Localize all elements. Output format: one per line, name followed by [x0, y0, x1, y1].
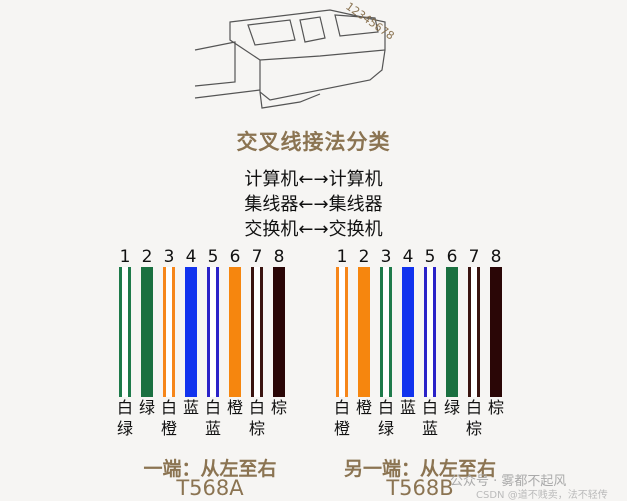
pin-number: 4 — [402, 247, 414, 267]
pin-number: 1 — [119, 247, 131, 267]
wire-color-label: 绿 — [138, 398, 155, 417]
wire-green — [446, 267, 458, 397]
pin-number: 7 — [468, 247, 480, 267]
wire-color-label: 白 — [465, 398, 482, 417]
wire-green — [141, 267, 153, 397]
pin-number: 1 — [336, 247, 348, 267]
wire-color-label: 橙 — [226, 398, 243, 417]
pin-number: 3 — [380, 247, 392, 267]
watermark-csdn: CSDN @道不贱卖，法不轻传 — [476, 490, 608, 501]
t568a-caption: 一端：从左至右 — [143, 458, 277, 480]
wire-color-label: 橙 — [333, 419, 350, 438]
wire-color-label: 绿 — [116, 419, 133, 438]
connection-pair: 集线器←→集线器 — [244, 194, 383, 215]
wire-brown — [490, 267, 502, 397]
pin-number: 2 — [141, 247, 153, 267]
pin-number: 3 — [163, 247, 175, 267]
connection-pair: 计算机←→计算机 — [244, 169, 383, 190]
wire-color-label: 蓝 — [399, 398, 416, 417]
wire-white-orange — [336, 267, 348, 397]
t568b-standard: T568B — [386, 476, 454, 500]
wire-white-blue — [207, 267, 219, 397]
wire-white-orange — [163, 267, 175, 397]
pin-number: 4 — [185, 247, 197, 267]
wire-color-label: 白 — [160, 398, 177, 417]
t568b-caption: 另一端：从左至右 — [343, 458, 496, 480]
wire-blue — [185, 267, 197, 397]
wire-color-label: 绿 — [443, 398, 460, 417]
wire-color-label: 白 — [333, 398, 350, 417]
wire-orange — [229, 267, 241, 397]
pin-number: 5 — [207, 247, 219, 267]
pin-number: 8 — [490, 247, 502, 267]
wire-white-blue — [424, 267, 436, 397]
wire-color-label: 白 — [377, 398, 394, 417]
diagram-title: 交叉线接法分类 — [236, 130, 391, 154]
wire-brown — [273, 267, 285, 397]
pin-number: 6 — [229, 247, 241, 267]
wire-white-green — [119, 267, 131, 397]
wire-color-label: 白 — [116, 398, 133, 417]
wire-color-label: 橙 — [355, 398, 372, 417]
pin-number: 7 — [251, 247, 263, 267]
wire-color-label: 橙 — [160, 419, 177, 438]
wire-orange — [358, 267, 370, 397]
wire-color-label: 蓝 — [421, 419, 438, 438]
wire-white-green — [380, 267, 392, 397]
wire-color-label: 棕 — [270, 398, 287, 417]
wire-color-label: 白 — [204, 398, 221, 417]
wire-white-brown — [468, 267, 480, 397]
rj45-connector-illustration: 12345678 — [194, 0, 397, 109]
wire-color-label: 绿 — [377, 419, 394, 438]
pin-number: 5 — [424, 247, 436, 267]
pin-number: 6 — [446, 247, 458, 267]
wire-color-label: 白 — [248, 398, 265, 417]
wire-color-label: 棕 — [248, 419, 265, 438]
pin-number: 2 — [358, 247, 370, 267]
pin-number-label: 12345678 — [343, 0, 396, 43]
pin-number: 8 — [273, 247, 285, 267]
wire-color-label: 棕 — [487, 398, 504, 417]
wire-blue — [402, 267, 414, 397]
wire-color-label: 白 — [421, 398, 438, 417]
wire-color-label: 棕 — [465, 419, 482, 438]
watermark: 公众号 · 雾都不起风 — [450, 474, 567, 489]
wire-color-label: 蓝 — [182, 398, 199, 417]
wire-color-label: 蓝 — [204, 419, 221, 438]
connection-pair: 交换机←→交换机 — [244, 219, 383, 240]
wire-white-brown — [251, 267, 263, 397]
t568a-standard: T568A — [176, 476, 244, 500]
